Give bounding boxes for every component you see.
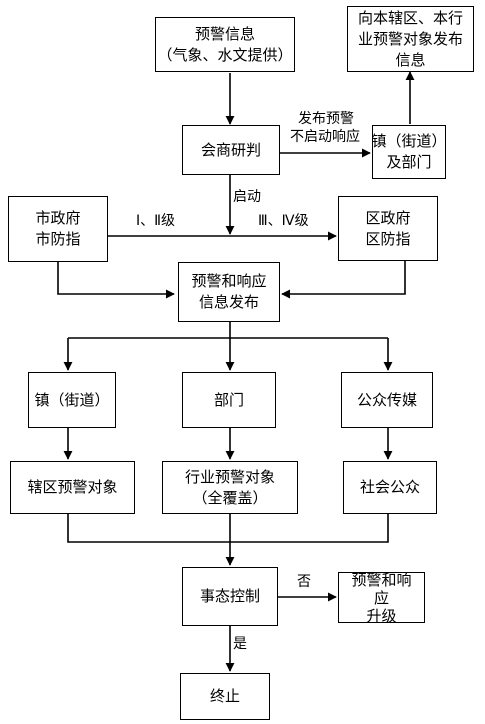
box-consult: 会商研判	[182, 125, 280, 175]
box-text-line: 终止	[209, 687, 240, 705]
box-control: 事态控制	[182, 567, 278, 626]
box-publish-local: 向本辖区、本行业预警对象发布信息	[347, 6, 474, 72]
box-text-line: 预警和响应	[191, 272, 267, 290]
box-media: 公众传媒	[341, 372, 433, 428]
arrow-city-to-release	[57, 262, 175, 299]
box-text-line: 社会公众	[359, 478, 420, 496]
box-text-line: 应	[373, 588, 389, 607]
box-text-line: 公众传媒	[356, 390, 417, 409]
label-no-start-2: 不启动响应	[290, 129, 360, 145]
box-end: 终止	[180, 673, 270, 720]
box-text-line: 辖区预警对象	[27, 478, 118, 496]
box-dept: 部门	[182, 372, 276, 428]
box-text-line: （全覆盖）	[192, 488, 268, 507]
box-text-line: 镇（街道）	[34, 390, 110, 409]
box-text-line: 市防指	[35, 230, 81, 248]
box-text-line: 预警信息	[194, 24, 255, 43]
box-text-line: 事态控制	[199, 587, 260, 605]
box-text-line: （气象、水文提供）	[157, 45, 293, 64]
arrow-district-to-release	[281, 261, 406, 299]
box-text-line: 区防指	[365, 229, 411, 248]
box-area-targets: 辖区预警对象	[10, 461, 135, 514]
label-no-start-1: 发布预警	[298, 111, 354, 127]
label-level-3-4: Ⅲ、Ⅳ级	[258, 213, 309, 229]
box-text-line: 向本辖区、本行	[357, 8, 463, 27]
box-text-line: 镇（街道）	[371, 132, 447, 150]
box-public: 社会公众	[343, 461, 437, 514]
label-no: 否	[297, 574, 311, 590]
box-text-line: 行业预警对象	[184, 467, 275, 486]
box-city-gov: 市政府市防指	[8, 196, 108, 262]
box-industry-targets: 行业预警对象 （全覆盖）	[162, 461, 298, 514]
box-town-dept-top: 镇（街道） 及部门	[371, 125, 447, 179]
label-level-1-2: Ⅰ、Ⅱ级	[136, 213, 176, 229]
box-text-line: 预警和响	[351, 570, 412, 589]
label-yes: 是	[233, 636, 247, 652]
box-text-line: 升级	[366, 606, 397, 625]
box-text-line: 区政府	[365, 208, 411, 227]
box-text-line: 信息	[395, 50, 426, 69]
box-text-line: 市政府	[35, 209, 81, 227]
box-text-line: 会商研判	[200, 140, 261, 159]
label-start: 启动	[233, 189, 261, 205]
box-text-line: 业预警对象发布	[357, 29, 463, 48]
line-area-targets-merge	[67, 514, 389, 543]
box-text-line: 信息发布	[198, 293, 259, 311]
box-text-line: 及部门	[386, 153, 432, 171]
box-district-gov: 区政府区防指	[338, 196, 438, 261]
box-release: 预警和响应信息发布	[178, 262, 280, 322]
box-warning-info: 预警信息 （气象、水文提供）	[155, 17, 295, 72]
box-text-line: 部门	[213, 390, 244, 409]
box-upgrade: 预警和响应升级	[338, 570, 425, 625]
box-town: 镇（街道）	[28, 372, 116, 428]
